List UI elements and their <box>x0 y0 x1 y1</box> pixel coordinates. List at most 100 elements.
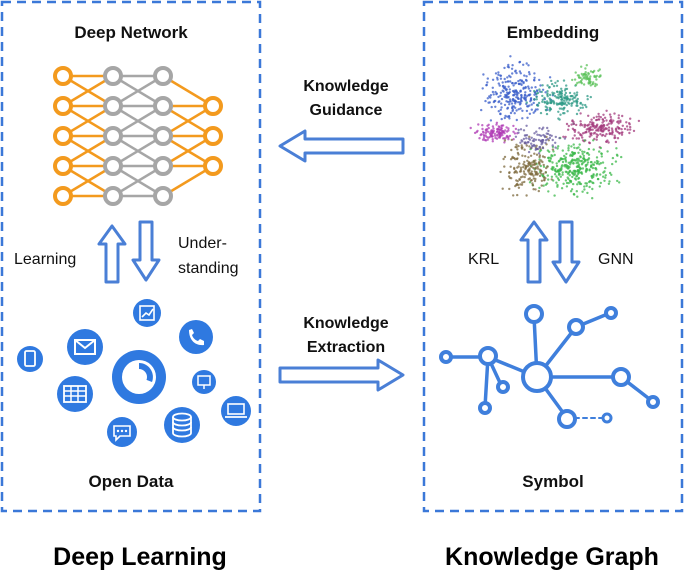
embedding-point <box>525 101 528 104</box>
network-node <box>203 96 223 116</box>
graph-node <box>496 380 510 394</box>
embedding-point <box>566 172 570 175</box>
embedding-point <box>575 93 579 97</box>
network-node <box>153 186 173 206</box>
embedding-point <box>511 72 514 75</box>
embedding-point <box>492 93 495 96</box>
embedding-point <box>548 93 552 97</box>
embedding-point <box>628 131 631 135</box>
embedding-point <box>540 159 543 162</box>
embedding-point <box>608 171 612 175</box>
embedding-point <box>575 147 579 150</box>
embedding-point <box>547 129 550 133</box>
embedding-point <box>492 127 495 130</box>
embedding-point <box>595 74 598 78</box>
embedding-point <box>524 91 527 94</box>
embedding-point <box>520 93 523 97</box>
embedding-point <box>526 116 529 120</box>
embedding-point <box>547 101 550 105</box>
embedding-point <box>510 148 513 152</box>
embedding-point <box>588 141 591 144</box>
embedding-point <box>512 130 515 133</box>
embedding-point <box>603 116 607 120</box>
embedding-point <box>512 138 515 141</box>
embedding-point <box>519 176 523 179</box>
embedding-point <box>521 146 524 149</box>
embedding-point <box>505 126 508 129</box>
embedding-point <box>586 74 589 77</box>
embedding-point <box>486 138 489 141</box>
embedding-point <box>584 182 587 185</box>
embedding-point <box>578 171 581 174</box>
embedding-point <box>530 165 533 168</box>
embedding-point <box>546 149 550 152</box>
embedding-point <box>533 78 536 82</box>
embedding-point <box>584 169 588 172</box>
embedding-point <box>588 123 591 126</box>
embedding-point <box>611 131 614 134</box>
embedding-point <box>493 132 496 135</box>
embedding-point <box>497 100 500 104</box>
embedding-point <box>614 140 618 144</box>
knowledge-extraction-label-line1: Knowledge <box>303 315 388 332</box>
embedding-point <box>567 161 570 164</box>
embedding-point <box>485 128 488 131</box>
embedding-point <box>581 162 584 165</box>
embedding-point <box>541 146 545 150</box>
embedding-point <box>575 175 578 178</box>
embedding-point <box>611 162 614 166</box>
embedding-point <box>503 95 506 99</box>
embedding-point <box>514 158 517 161</box>
embedding-point <box>500 117 503 121</box>
embedding-point <box>503 155 507 159</box>
embedding-point <box>572 128 576 132</box>
embedding-point <box>502 90 505 93</box>
embedding-point <box>546 174 549 177</box>
embedding-point <box>514 106 517 110</box>
embedding-point <box>482 137 486 140</box>
embedding-point <box>556 183 559 187</box>
embedding-point <box>548 97 551 100</box>
embedding-point <box>534 108 538 111</box>
embedding-point <box>541 139 544 142</box>
embedding-point <box>579 112 582 115</box>
embedding-point <box>551 138 554 142</box>
embedding-point <box>587 147 591 151</box>
embedding-point <box>560 98 564 102</box>
embedding-point <box>598 163 601 166</box>
embedding-point <box>532 139 536 143</box>
embedding-point <box>515 109 518 112</box>
embedding-point <box>509 80 512 83</box>
embedding-point <box>572 182 575 186</box>
embedding-point <box>518 178 521 181</box>
embedding-point <box>621 114 624 118</box>
embedding-point <box>508 88 511 91</box>
embedding-point <box>569 153 572 156</box>
embedding-point <box>584 103 587 107</box>
embedding-point <box>530 103 533 106</box>
network-node <box>203 126 223 146</box>
embedding-point <box>552 166 555 169</box>
embedding-point <box>588 126 591 130</box>
embedding-point <box>491 78 495 82</box>
embedding-point <box>542 165 546 168</box>
embedding-point <box>530 170 533 173</box>
embedding-point <box>541 98 544 102</box>
monitor-icon <box>192 370 216 394</box>
embedding-point <box>594 84 597 88</box>
embedding-point <box>537 101 541 105</box>
embedding-point <box>515 146 518 149</box>
embedding-point <box>544 141 547 145</box>
embedding-point <box>589 161 593 164</box>
embedding-point <box>534 162 538 165</box>
embedding-point <box>604 174 607 177</box>
embedding-point <box>588 135 591 138</box>
embedding-point <box>581 150 584 153</box>
embedding-point <box>530 146 533 149</box>
open-data-icons <box>17 299 251 447</box>
embedding-point <box>557 93 560 96</box>
embedding-point <box>511 81 514 85</box>
embedding-point <box>528 73 531 76</box>
embedding-point <box>515 93 518 96</box>
embedding-point <box>579 106 582 110</box>
